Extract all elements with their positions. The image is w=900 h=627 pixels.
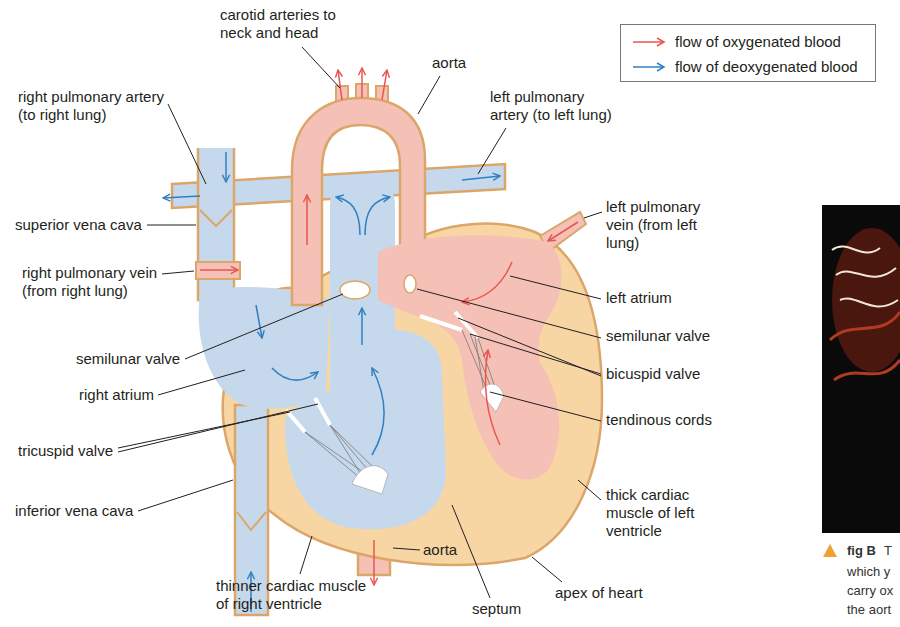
leader-line [118, 404, 318, 452]
part-label: aorta [423, 541, 457, 559]
flow-arrow [336, 197, 360, 235]
leader-line [393, 548, 420, 550]
leader-line [168, 104, 206, 184]
vein-valve [200, 210, 232, 226]
leader-line [147, 225, 196, 226]
leader-line [510, 276, 601, 299]
leader-line [162, 271, 194, 274]
leader-line [158, 370, 245, 395]
photo-detail [832, 247, 898, 307]
leader-line [584, 212, 602, 218]
legend-arrow-head [657, 63, 664, 71]
leader-line [300, 536, 312, 574]
flow-arrow [163, 196, 200, 198]
flow-arrow [225, 152, 227, 182]
legend-row: flow of deoxygenated blood [631, 54, 865, 79]
vein-valve [237, 512, 266, 530]
leader-line [302, 47, 340, 88]
left-heart-chambers [378, 235, 562, 479]
aortic-valve [404, 275, 416, 293]
flow-arrow [200, 269, 238, 271]
part-label: semilunar valve [76, 350, 180, 368]
part-label: aorta [432, 54, 466, 72]
part-label: left atrium [606, 289, 672, 307]
legend-arrow-line [633, 41, 663, 43]
papillary-muscle [480, 384, 504, 412]
caption-fragment: carry ox [847, 583, 893, 599]
papillary-muscle [352, 466, 388, 494]
legend-arrow [631, 36, 667, 48]
flow-arrow [462, 176, 500, 180]
part-label: left pulmonary artery (to left lung) [490, 88, 615, 124]
part-label: right pulmonary vein (from right lung) [22, 264, 167, 300]
flow-arrow [256, 305, 262, 338]
part-label: thick cardiac muscle of left ventricle [606, 486, 701, 540]
leader-line [458, 318, 601, 376]
caption-fragment: T [884, 543, 892, 559]
leader-line [578, 480, 601, 500]
flow-arrow [272, 368, 318, 380]
legend-text: flow of deoxygenated blood [675, 58, 858, 75]
leader-lines [118, 47, 602, 598]
flow-arrow [306, 195, 308, 245]
flow-arrow [338, 70, 342, 100]
part-label: thinner cardiac muscle of right ventricl… [216, 577, 374, 613]
leader-line [417, 289, 601, 338]
legend-text: flow of oxygenated blood [675, 33, 841, 50]
flow-arrow [361, 68, 363, 98]
part-label: superior vena cava [15, 216, 142, 234]
part-label: tendinous cords [606, 411, 712, 429]
right-pulmonary-vein [196, 262, 240, 279]
legend-arrow-line [633, 66, 663, 68]
legend-arrow-head [657, 38, 664, 46]
part-label: carotid arteries to neck and head [220, 6, 338, 42]
photo-detail [832, 228, 900, 372]
leader-line [478, 128, 506, 174]
tendinous-cords [462, 330, 496, 392]
part-label: tricuspid valve [18, 442, 113, 460]
flow-arrow [373, 540, 375, 585]
figure-number: fig B [847, 543, 876, 559]
flow-arrow [485, 350, 500, 445]
legend-arrow [631, 61, 667, 73]
flow-arrow [365, 197, 390, 235]
leader-line [490, 392, 601, 421]
flow-arrow [548, 222, 578, 241]
leader-line [418, 76, 440, 114]
flow-arrow [372, 368, 384, 455]
part-label: left pulmonary vein (from left lung) [606, 198, 710, 252]
legend-box: flow of oxygenated blood flow of deoxygen… [620, 24, 876, 82]
part-label: inferior vena cava [15, 502, 133, 520]
figure-marker [823, 544, 837, 557]
part-label: right pulmonary artery (to right lung) [18, 88, 173, 124]
caption-fragment: which y [847, 564, 890, 580]
bicuspid-flap [420, 316, 462, 330]
pulmonary-valve [340, 281, 370, 299]
part-label: apex of heart [555, 584, 643, 602]
photo-detail [830, 312, 900, 380]
right-ventricle [285, 330, 446, 529]
tricuspid-flap [286, 410, 305, 432]
oxygenated-flow-arrows [200, 68, 578, 585]
deoxygenated-flow-arrows [163, 152, 500, 612]
leader-line [185, 294, 343, 359]
part-label: bicuspid valve [606, 365, 700, 383]
leader-line [138, 480, 233, 511]
legend-row: flow of oxygenated blood [631, 29, 865, 54]
leader-line [452, 505, 490, 598]
flow-arrow [382, 70, 387, 100]
part-label: septum [472, 600, 521, 618]
part-label: semilunar valve [606, 327, 710, 345]
flow-arrow [462, 262, 512, 302]
part-label: right atrium [79, 386, 154, 404]
leader-line [532, 557, 562, 582]
caption-fragment: the aort [847, 602, 891, 618]
flow-arrow [361, 308, 363, 345]
tricuspid-flap [315, 398, 330, 425]
